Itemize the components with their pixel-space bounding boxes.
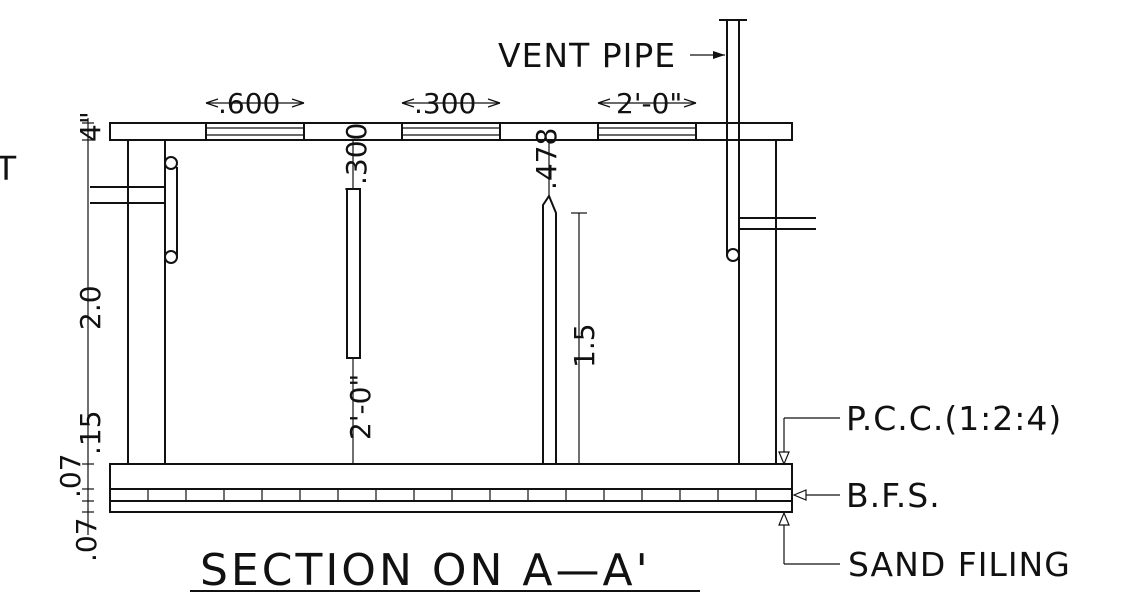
bfs-layer	[109, 488, 793, 502]
dim-slab-thickness: 4"	[74, 111, 107, 142]
bfs-leader	[792, 489, 840, 501]
dim-sand-thickness: .07	[70, 517, 103, 562]
dim-baffle-1-top: .300	[340, 123, 373, 185]
vent-pipe	[719, 19, 816, 262]
baffle-wall-1	[346, 188, 361, 359]
dim-pcc-thickness: .15	[74, 410, 107, 455]
dim-baffle-2-height: 1.5	[568, 323, 601, 368]
drawing-title: SECTION ON A—A'	[200, 545, 651, 594]
dim-wall-height: 2.0	[74, 285, 107, 330]
dim-bfs-thickness: .07	[54, 453, 87, 498]
dim-opening-2: .300	[414, 87, 476, 120]
left-dimension-lines	[82, 118, 94, 535]
right-wall	[738, 139, 777, 465]
pcc-leader	[778, 417, 840, 466]
interior-dimension-lines	[345, 140, 587, 465]
left-wall	[127, 139, 166, 465]
label-pcc: P.C.C.(1:2:4)	[846, 399, 1062, 438]
dim-baffle-1-bottom: 2'-0"	[344, 374, 377, 440]
top-dimension-lines	[205, 98, 697, 108]
dim-opening-1: .600	[218, 87, 280, 120]
label-vent-pipe: VENT PIPE	[498, 36, 676, 75]
label-sand-filling: SAND FILING	[848, 545, 1071, 584]
pcc-layer	[109, 463, 793, 490]
top-slab	[109, 122, 793, 141]
inlet-pipe	[90, 156, 178, 264]
sand-leader	[778, 511, 840, 565]
dim-opening-3: 2'-0"	[616, 87, 682, 120]
baffle-wall-2	[542, 193, 557, 465]
sand-filling-layer	[109, 500, 793, 513]
left-cut-text: T	[0, 149, 17, 188]
dim-baffle-2-top: .478	[530, 128, 563, 190]
label-bfs: B.F.S.	[846, 476, 941, 515]
